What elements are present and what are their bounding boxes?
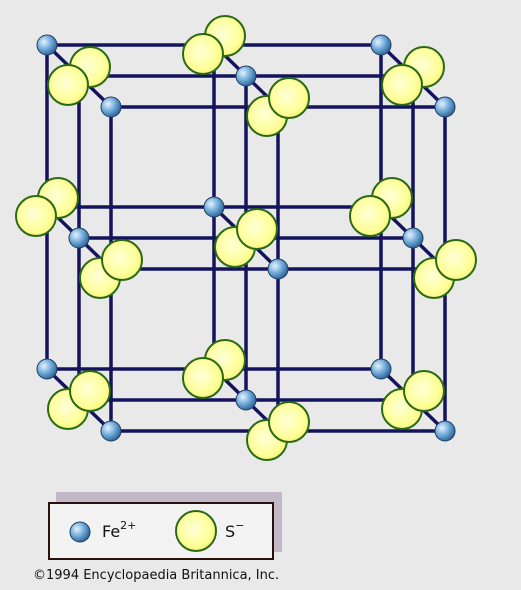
- s-ion: [182, 357, 224, 399]
- fe-ion-label: Fe2+: [102, 519, 137, 541]
- fe-ion: [370, 34, 392, 56]
- legend-symbols: [69, 510, 217, 552]
- fe-ion: [402, 227, 424, 249]
- fe-ion: [370, 358, 392, 380]
- s-ion: [182, 33, 224, 75]
- s-ion: [435, 239, 477, 281]
- s-ion: [381, 64, 423, 106]
- fe-ion: [434, 96, 456, 118]
- fe-ion: [100, 420, 122, 442]
- lattice-ions: [15, 15, 477, 461]
- legend: Fe2+ S−: [48, 502, 274, 560]
- fe-ion: [235, 65, 257, 87]
- fe-ion: [68, 227, 90, 249]
- s-ion: [268, 401, 310, 443]
- pyrite-crystal-lattice: [15, 15, 477, 461]
- copyright-notice: ©1994 Encyclopaedia Britannica, Inc.: [33, 568, 280, 583]
- s-ion: [69, 370, 111, 412]
- s-ion: [101, 239, 143, 281]
- fe-ion: [100, 96, 122, 118]
- fe-ion-legend-icon: [69, 521, 91, 543]
- s-ion-label: S−: [225, 519, 245, 541]
- fe-ion: [434, 420, 456, 442]
- s-ion: [236, 208, 278, 250]
- fe-ion: [36, 358, 58, 380]
- s-ion: [349, 195, 391, 237]
- s-ion: [268, 77, 310, 119]
- s-ion-legend-icon: [175, 510, 217, 552]
- s-ion: [15, 195, 57, 237]
- s-ion: [403, 370, 445, 412]
- fe-ion: [203, 196, 225, 218]
- fe-ion: [267, 258, 289, 280]
- fe-ion: [36, 34, 58, 56]
- s-ion: [47, 64, 89, 106]
- fe-ion: [235, 389, 257, 411]
